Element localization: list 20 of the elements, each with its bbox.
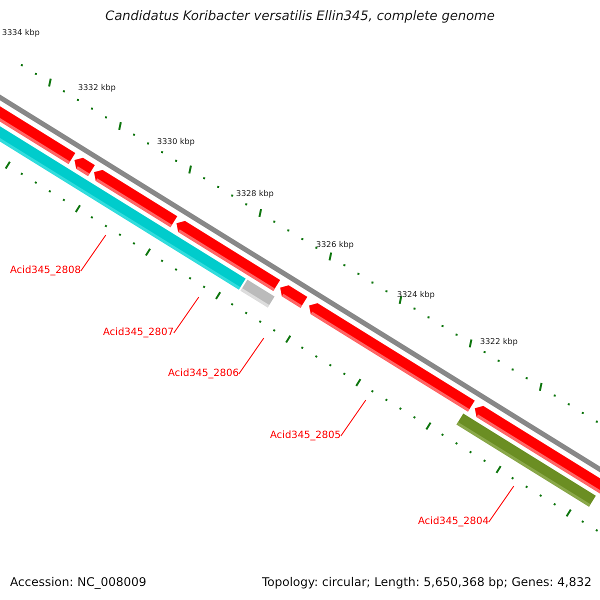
leader-line (173, 296, 200, 334)
gene-label: Acid345_2806 (168, 368, 239, 379)
gene-label: Acid345_2808 (10, 265, 81, 276)
scale-label: 3326 kbp (316, 240, 354, 249)
scale-label: 3330 kbp (157, 137, 195, 146)
leader-line (80, 234, 106, 272)
footer-text: Accession: NC_008009 (10, 575, 146, 589)
gene-label: Acid345_2804 (418, 516, 489, 527)
gene-label: Acid345_2805 (270, 430, 341, 441)
scale-label: 3334 kbp (2, 28, 40, 37)
diagram-title: Candidatus Koribacter versatilis Ellin345, complete genome (104, 9, 496, 24)
leader-line (488, 486, 514, 522)
leader-line (340, 400, 366, 436)
scale-label: 3332 kbp (78, 83, 116, 92)
scale-label: 3324 kbp (397, 290, 435, 299)
scale-label: 3322 kbp (480, 337, 518, 346)
gene-label: Acid345_2807 (103, 327, 174, 338)
leader-line (238, 338, 264, 374)
footer-text: Topology: circular; Length: 5,650,368 bp; Genes: 4,832 (262, 575, 592, 589)
scale-label: 3328 kbp (236, 189, 274, 198)
